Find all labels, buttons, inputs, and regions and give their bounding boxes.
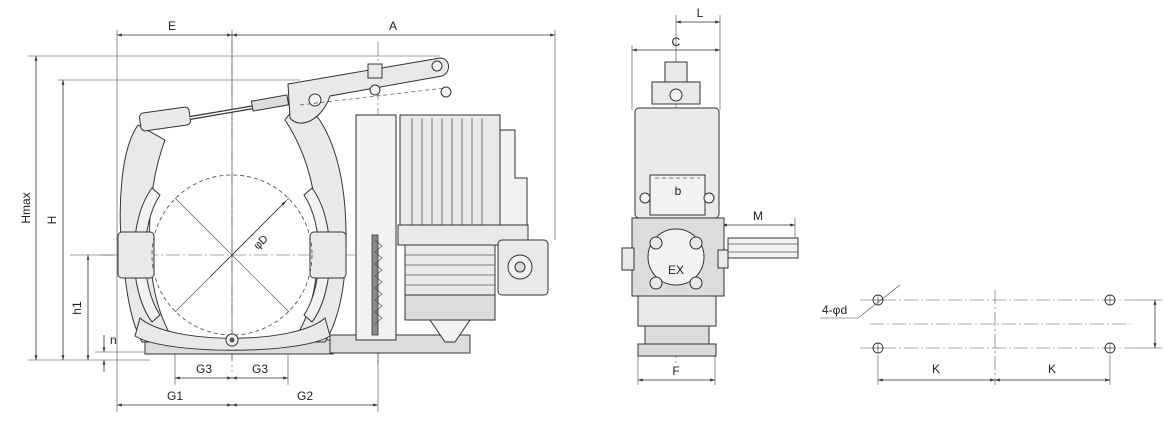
- right-shoe-pad: [309, 231, 347, 279]
- label-Hmax: Hmax: [19, 192, 33, 223]
- label-G3-left: G3: [196, 362, 212, 376]
- top-lever: [287, 57, 449, 124]
- spring-scale: [371, 234, 379, 336]
- bottom-yoke: [134, 317, 331, 351]
- left-arm-head: [139, 106, 191, 132]
- label-h1: h1: [70, 301, 84, 315]
- label-K-right: K: [1048, 362, 1056, 376]
- left-shoe-pad: [117, 231, 155, 279]
- label-holes: 4-φd: [822, 303, 847, 317]
- front-view: E A Hmax H h1 n φD G1 G2 G3 G3: [19, 19, 556, 412]
- label-K-left: K: [932, 362, 940, 376]
- label-A: A: [389, 19, 397, 33]
- side-view: L C b M EX F: [621, 6, 799, 385]
- label-G2: G2: [297, 389, 313, 403]
- label-G1: G1: [167, 389, 183, 403]
- turnbuckle: [250, 94, 290, 112]
- side-left-plug: [621, 247, 635, 271]
- side-lower-block: [644, 325, 710, 345]
- label-H: H: [45, 216, 59, 225]
- label-n: n: [110, 333, 117, 347]
- terminal-box: [499, 129, 528, 226]
- lever-nut: [367, 63, 383, 79]
- hole-pattern-view: 4-φd K K: [820, 284, 1162, 385]
- label-EX: EX: [668, 263, 684, 277]
- label-b: b: [675, 184, 682, 198]
- thruster-lower-body: [404, 244, 496, 296]
- label-phiD: φD: [252, 233, 271, 252]
- thruster-bottom: [404, 294, 496, 321]
- thruster-motor: [399, 114, 501, 231]
- side-base: [637, 343, 717, 357]
- label-C: C: [672, 35, 681, 49]
- label-E: E: [168, 19, 176, 33]
- label-M: M: [753, 209, 763, 223]
- side-top-nut: [664, 61, 688, 85]
- label-L: L: [697, 6, 704, 20]
- brake-drum-outline: [151, 174, 313, 336]
- side-lower-body: [637, 295, 717, 327]
- label-G3-right: G3: [252, 362, 268, 376]
- label-F: F: [672, 364, 679, 378]
- side-cable-gland: [727, 237, 799, 259]
